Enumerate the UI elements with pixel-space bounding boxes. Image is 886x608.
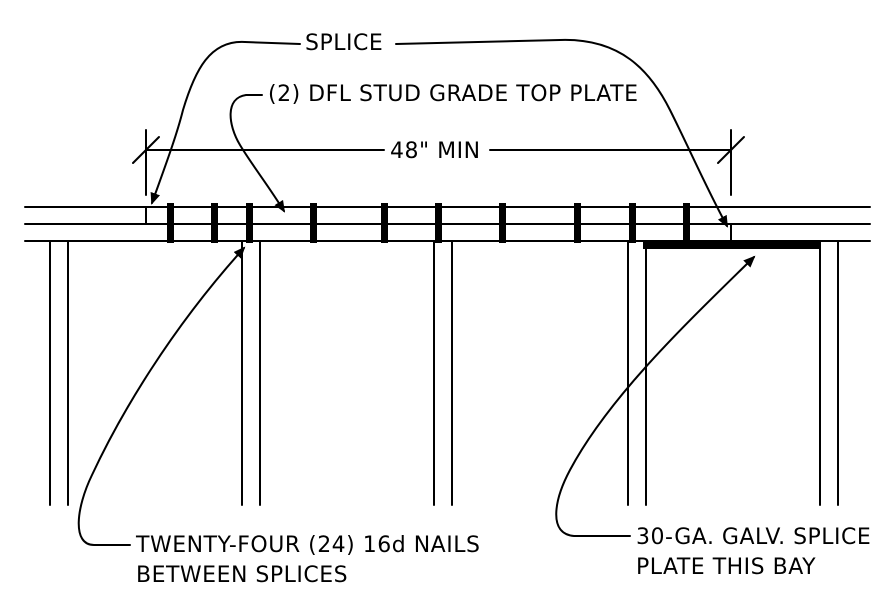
dimension-label: 48" MIN bbox=[390, 139, 481, 164]
nails bbox=[167, 203, 690, 243]
nail bbox=[435, 203, 442, 243]
nail bbox=[246, 203, 253, 243]
splice-plate-label-line2: PLATE THIS BAY bbox=[636, 555, 816, 580]
top-plate-label: (2) DFL STUD GRADE TOP PLATE bbox=[268, 82, 639, 107]
nail bbox=[211, 203, 218, 243]
splice-leader-left bbox=[150, 40, 301, 205]
splice-leader-right bbox=[395, 38, 728, 228]
stud bbox=[627, 240, 647, 506]
studs bbox=[49, 240, 839, 506]
splice-plate bbox=[643, 241, 820, 249]
stud bbox=[49, 240, 69, 506]
nail bbox=[381, 203, 388, 243]
splice-plate-label-line1: 30-GA. GALV. SPLICE bbox=[636, 525, 871, 550]
nail bbox=[167, 203, 174, 243]
nails-label-line2: BETWEEN SPLICES bbox=[136, 563, 348, 588]
stud bbox=[241, 240, 261, 506]
nail bbox=[310, 203, 317, 243]
nail bbox=[683, 203, 690, 243]
nails-label-line1: TWENTY-FOUR (24) 16d NAILS bbox=[135, 533, 480, 558]
top-plate-leader bbox=[229, 94, 286, 213]
stud bbox=[819, 240, 839, 506]
splice-plate-leader bbox=[555, 255, 756, 537]
top-plate bbox=[24, 206, 871, 242]
splice-label: SPLICE bbox=[305, 31, 383, 56]
stud bbox=[433, 240, 453, 506]
nail bbox=[574, 203, 581, 243]
dimension-48-min bbox=[132, 129, 745, 196]
nail bbox=[499, 203, 506, 243]
nail bbox=[629, 203, 636, 243]
nails-leader bbox=[77, 246, 246, 546]
